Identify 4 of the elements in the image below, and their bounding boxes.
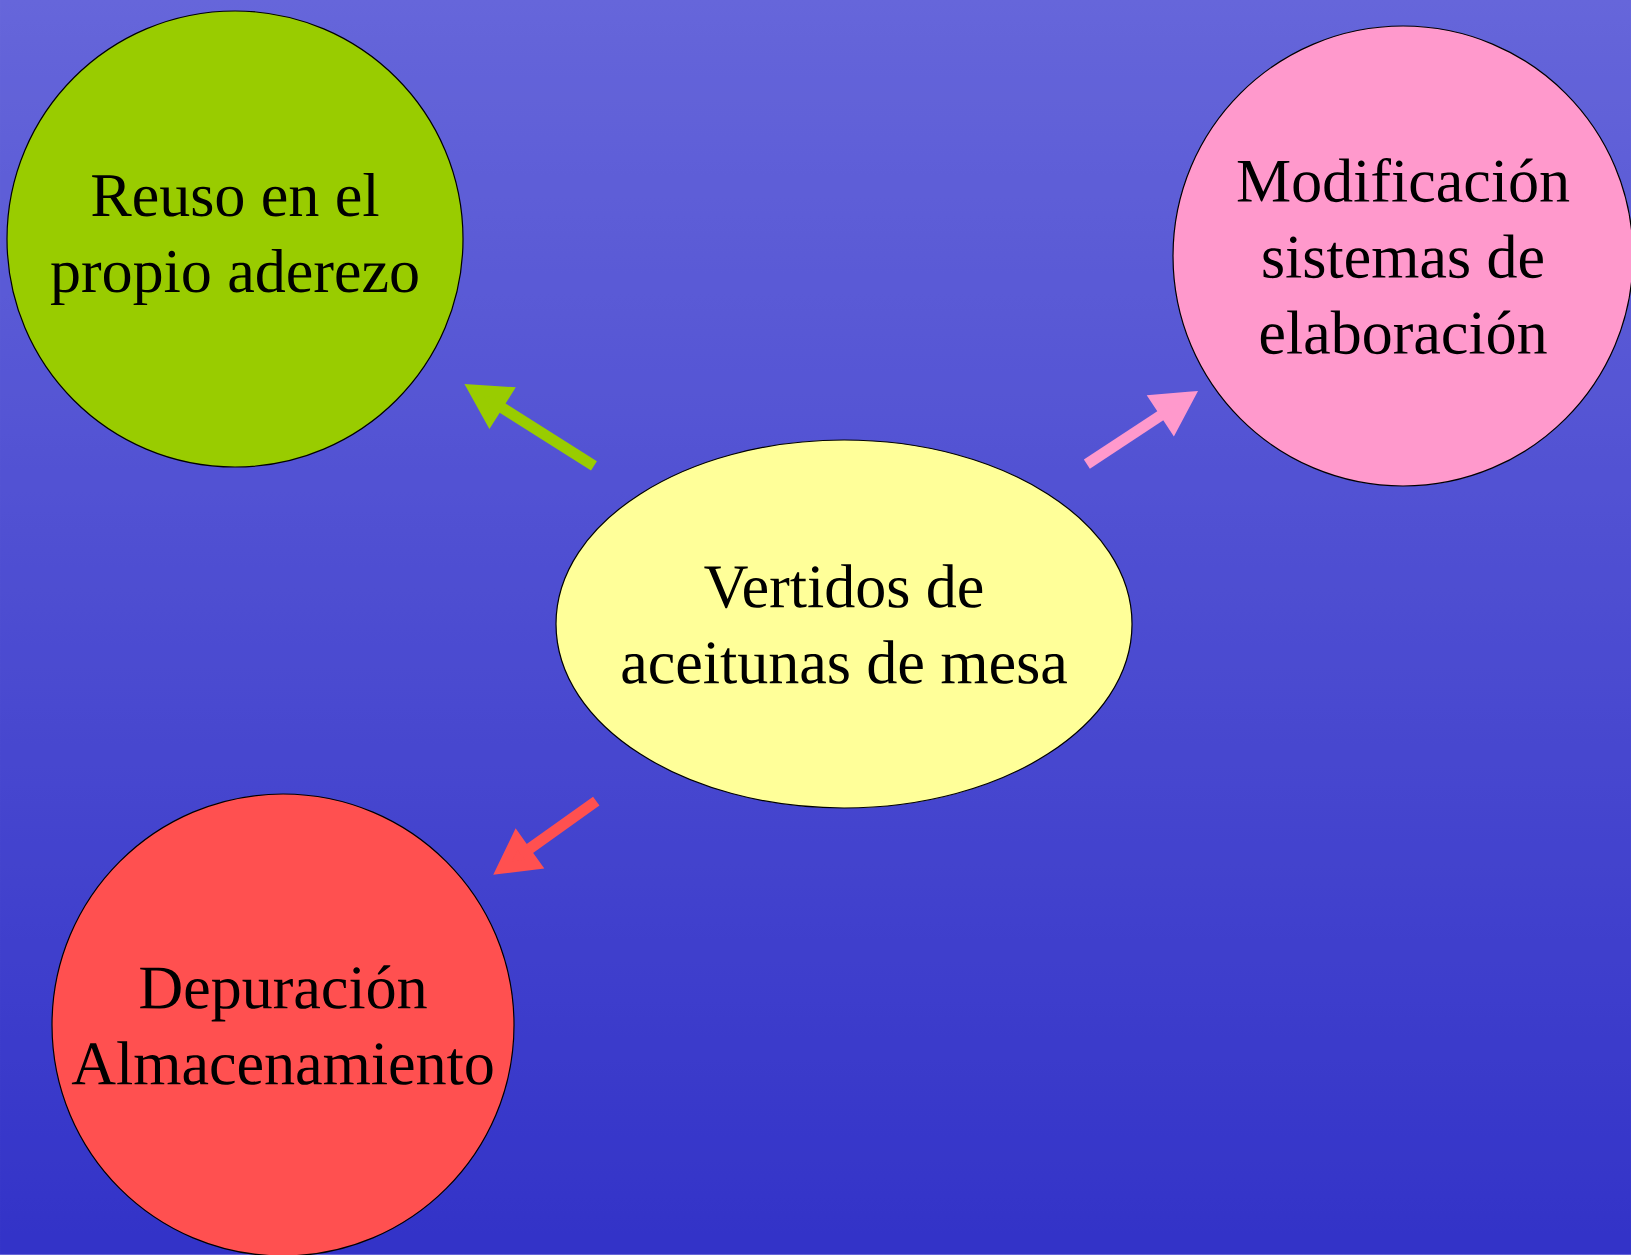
ellipse-node: Vertidos de aceitunas de mesa (555, 439, 1133, 809)
circle-node: Reuso en el propio aderezo (6, 10, 464, 468)
circle-node: Modificación sistemas de elaboración (1172, 25, 1631, 487)
circle-node: Depuración Almacenamiento (51, 793, 515, 1255)
